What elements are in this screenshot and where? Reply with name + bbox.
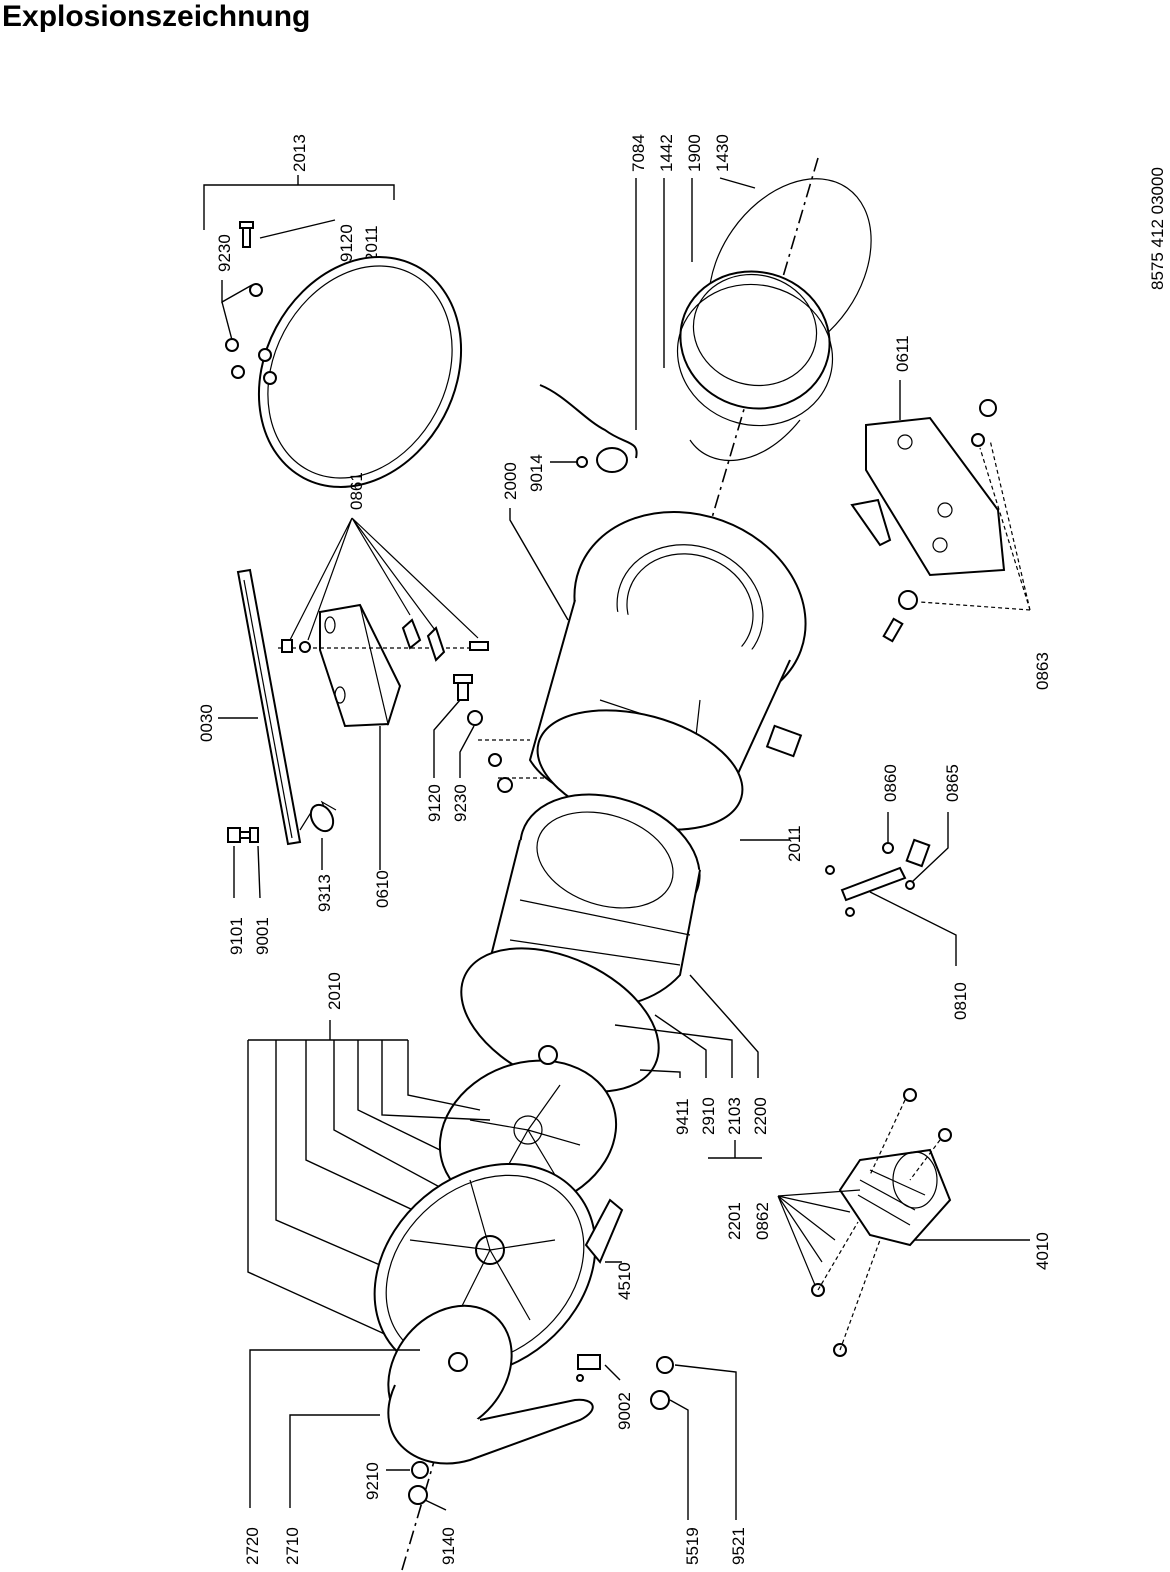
- label-2201: 2201: [725, 1202, 744, 1240]
- bolt-9101: [227, 827, 259, 843]
- leaders-0861: [289, 517, 479, 641]
- label-9101: 9101: [227, 917, 246, 955]
- label-9411: 9411: [673, 1098, 692, 1135]
- small-parts-0861: [281, 618, 489, 662]
- page-title: Explosionszeichnung: [2, 0, 311, 33]
- label-1430: 1430: [713, 134, 732, 172]
- label-1442: 1442: [657, 134, 676, 172]
- label-5519: 5519: [683, 1527, 702, 1565]
- label-0865: 0865: [943, 764, 962, 802]
- label-4010: 4010: [1033, 1232, 1052, 1270]
- leaders-mid: [433, 699, 475, 778]
- hose-7084: [539, 384, 638, 473]
- bracket-2010: [247, 1020, 511, 1351]
- label-9230-mid: 9230: [451, 784, 470, 822]
- counterweight-0610: [319, 603, 402, 728]
- dash-middle: [478, 739, 545, 779]
- nut-9230-upper: [225, 338, 245, 379]
- label-2720: 2720: [243, 1527, 262, 1565]
- label-9210: 9210: [363, 1462, 382, 1500]
- screws-middle: [453, 674, 513, 793]
- label-2103: 2103: [725, 1097, 744, 1135]
- drive-belt-2710: [387, 1384, 594, 1465]
- label-0863: 0863: [1033, 652, 1052, 690]
- rail-0030: [236, 568, 302, 846]
- label-2013: 2013: [290, 134, 309, 172]
- label-2011-top: 2011: [362, 225, 381, 262]
- spring-9313: [299, 800, 337, 833]
- label-group-2013: 2013 9230 9120 2011: [203, 134, 395, 341]
- leaders-0862: [777, 1189, 861, 1286]
- label-9002: 9002: [615, 1392, 634, 1430]
- foot-9521: [656, 1356, 674, 1374]
- label-4510: 4510: [615, 1262, 634, 1300]
- leaders-0863: [919, 439, 1031, 611]
- leader-2720: [249, 1349, 420, 1508]
- label-2000: 2000: [501, 462, 520, 500]
- label-9120-top: 9120: [337, 224, 356, 262]
- clip-9002: [576, 1354, 601, 1382]
- label-9120-mid: 9120: [425, 784, 444, 822]
- ring-2011-upper: [257, 256, 463, 488]
- label-9001: 9001: [253, 917, 272, 955]
- label-9313: 9313: [315, 874, 334, 912]
- label-9521: 9521: [729, 1527, 748, 1565]
- label-9014: 9014: [527, 454, 546, 492]
- foot-5519: [650, 1390, 670, 1410]
- bolts-0862: [811, 1088, 952, 1357]
- label-1900: 1900: [685, 134, 704, 172]
- document-number: 8575 412 03000: [1148, 167, 1167, 290]
- label-0810: 0810: [951, 982, 970, 1020]
- leaders-drum-group: [614, 974, 762, 1159]
- screw-9120-upper: [239, 221, 263, 297]
- label-7084: 7084: [629, 134, 648, 172]
- label-0860: 0860: [881, 764, 900, 802]
- label-2710: 2710: [283, 1527, 302, 1565]
- label-0610: 0610: [373, 870, 392, 908]
- leader-9521: [674, 1364, 737, 1520]
- leader-1430: [719, 177, 756, 189]
- label-2011-lower: 2011: [785, 825, 804, 862]
- leader-9002: [604, 1364, 621, 1381]
- leader-0865: [911, 812, 949, 883]
- leader-0810: [869, 891, 957, 966]
- leader-9140: [424, 1499, 447, 1511]
- washer-9140: [408, 1485, 428, 1505]
- label-0862: 0862: [753, 1202, 772, 1240]
- gasket-1900: [676, 270, 834, 462]
- counterweight-0611: [850, 416, 1006, 577]
- label-9230-top: 9230: [215, 234, 234, 272]
- part-4510: [584, 1198, 624, 1264]
- nuts-0863: [882, 399, 997, 643]
- leader-2710: [289, 1414, 380, 1508]
- nut-9210: [411, 1461, 429, 1479]
- label-2910: 2910: [699, 1097, 718, 1135]
- label-0861: 0861: [347, 472, 366, 510]
- label-2010: 2010: [325, 972, 344, 1010]
- leader-5519: [669, 1399, 689, 1520]
- label-2200: 2200: [751, 1097, 770, 1135]
- label-9140: 9140: [439, 1527, 458, 1565]
- leader-2000: [509, 508, 569, 621]
- leaders-9101: [233, 845, 261, 899]
- motor-4010: [838, 1148, 952, 1247]
- label-0611: 0611: [893, 335, 912, 372]
- label-0030: 0030: [197, 704, 216, 742]
- shaft-0810: [825, 838, 931, 917]
